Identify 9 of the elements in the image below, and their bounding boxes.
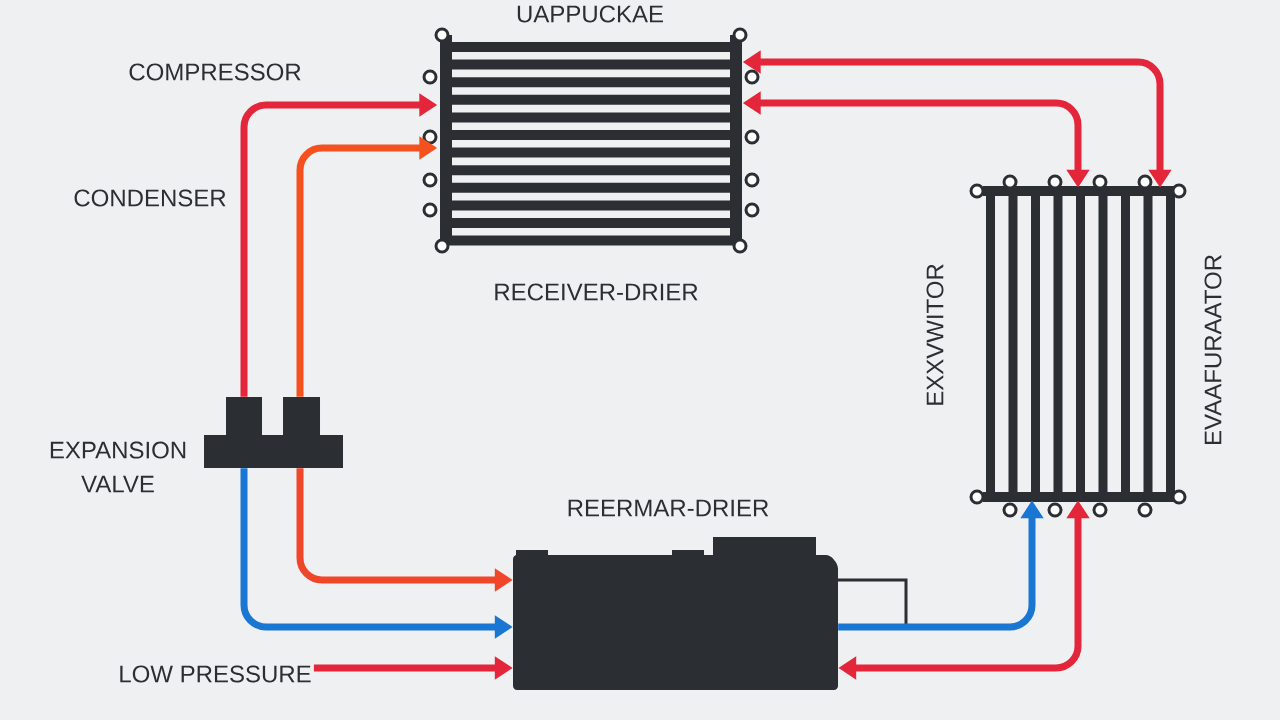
heading: RECEIVER-DRIER: [495, 283, 698, 301]
side-label: EXXVWITOR: [926, 264, 944, 405]
component-label: EXPANSION VALVE: [50, 441, 186, 493]
heading: UAPPUCKAE: [517, 5, 663, 23]
side-label: EVAAFURAATOR: [1204, 255, 1222, 445]
component-label: LOW PRESSURE: [120, 665, 311, 683]
component-label: CONDENSER: [74, 189, 226, 207]
heading: REERMAR-DRIER: [568, 499, 769, 517]
component-label: COMPRESSOR: [129, 63, 301, 81]
